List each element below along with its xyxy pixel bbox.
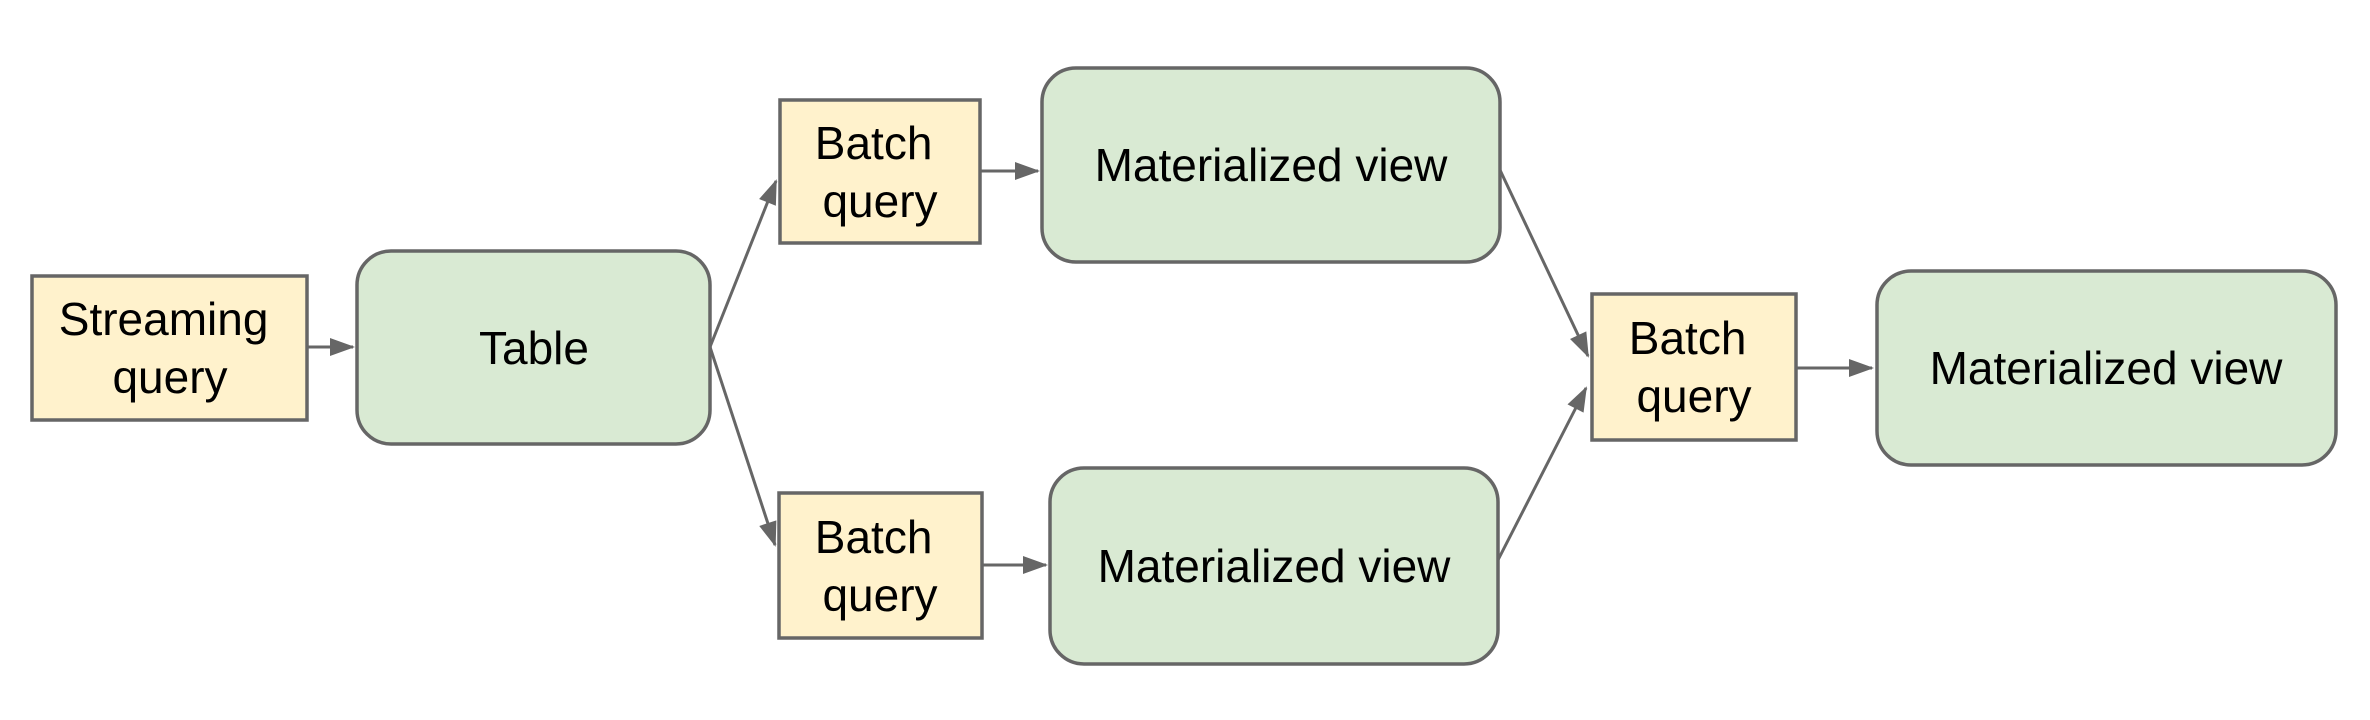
edge-materialized-view-bottom-to-batch-query-merge	[1496, 386, 1588, 561]
edge-table-to-batch-query-top	[708, 179, 778, 348]
materialized-view-top-label: Materialized view	[1095, 139, 1449, 191]
edge-table-to-batch-query-bottom	[708, 346, 777, 547]
table-box	[355, 249, 712, 446]
materialized-view-final-label: Materialized view	[1930, 342, 2284, 394]
node-materialized-view-top: Materialized view	[1040, 66, 1502, 264]
batch-query-merge-label: Batch query	[1629, 312, 1759, 422]
batch-query-top-label: Batch query	[815, 117, 945, 227]
streaming-query-label: Streaming query	[59, 293, 281, 403]
node-materialized-view-bottom: Materialized view	[1048, 466, 1500, 666]
edge-materialized-view-top-to-batch-query-merge	[1498, 169, 1590, 358]
batch-query-bottom-box	[777, 491, 984, 640]
node-table: Table	[355, 249, 712, 446]
node-batch-query-top: Batch query	[778, 98, 982, 245]
node-streaming-query: Streaming query	[30, 274, 309, 422]
batch-query-merge-box	[1590, 292, 1798, 442]
batch-query-bottom-label: Batch query	[815, 511, 945, 621]
node-materialized-view-final: Materialized view	[1875, 269, 2338, 467]
materialized-view-bottom-box	[1048, 466, 1500, 666]
batch-query-top-box	[778, 98, 982, 245]
materialized-view-top-box	[1040, 66, 1502, 264]
node-batch-query-bottom: Batch query	[777, 491, 984, 640]
node-batch-query-merge: Batch query	[1590, 292, 1798, 442]
materialized-view-final-box	[1875, 269, 2338, 467]
edges	[307, 162, 1874, 574]
streaming-query-box	[30, 274, 309, 422]
materialized-view-bottom-label: Materialized view	[1098, 540, 1452, 592]
table-label: Table	[479, 322, 589, 374]
